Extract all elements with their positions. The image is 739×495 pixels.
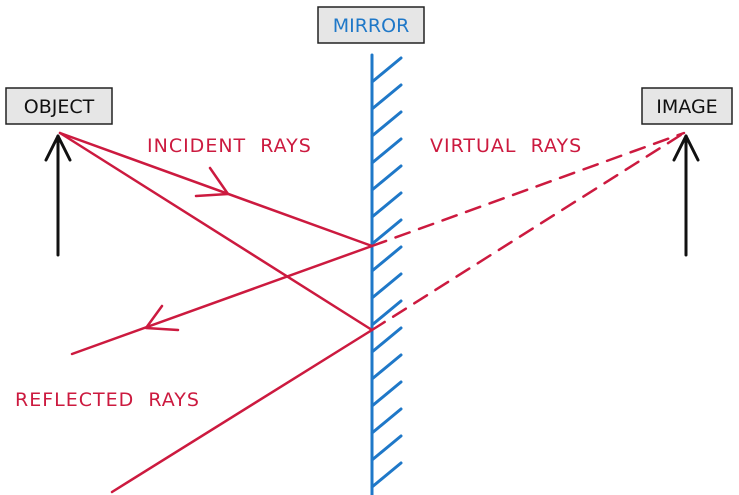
image-label-box: IMAGE <box>641 87 733 125</box>
object-arrow-icon <box>44 134 72 257</box>
incident-direction-chevron-icon <box>194 166 230 198</box>
incident-ray-upper <box>58 131 374 248</box>
reflected-rays <box>70 244 374 494</box>
mirror-label: MIRROR <box>333 15 410 37</box>
incident-rays <box>58 131 374 332</box>
mirror-label-box: MIRROR <box>317 6 425 44</box>
object-label-box: OBJECT <box>5 87 113 125</box>
image-arrow-icon <box>672 134 700 257</box>
object-label: OBJECT <box>24 96 95 118</box>
reflected-direction-chevron-icon <box>144 304 180 332</box>
reflected-ray-upper <box>70 244 374 356</box>
virtual-rays-label: VIRTUAL RAYS <box>430 135 582 157</box>
mirror-hatching <box>370 56 403 489</box>
virtual-rays <box>370 131 686 332</box>
virtual-ray-upper <box>370 131 686 248</box>
reflected-rays-label: REFLECTED RAYS <box>15 389 200 411</box>
virtual-ray-lower <box>370 131 686 332</box>
incident-rays-label: INCIDENT RAYS <box>147 135 312 157</box>
image-label: IMAGE <box>656 96 717 118</box>
reflected-ray-lower <box>110 328 374 494</box>
incident-ray-lower <box>58 131 374 332</box>
